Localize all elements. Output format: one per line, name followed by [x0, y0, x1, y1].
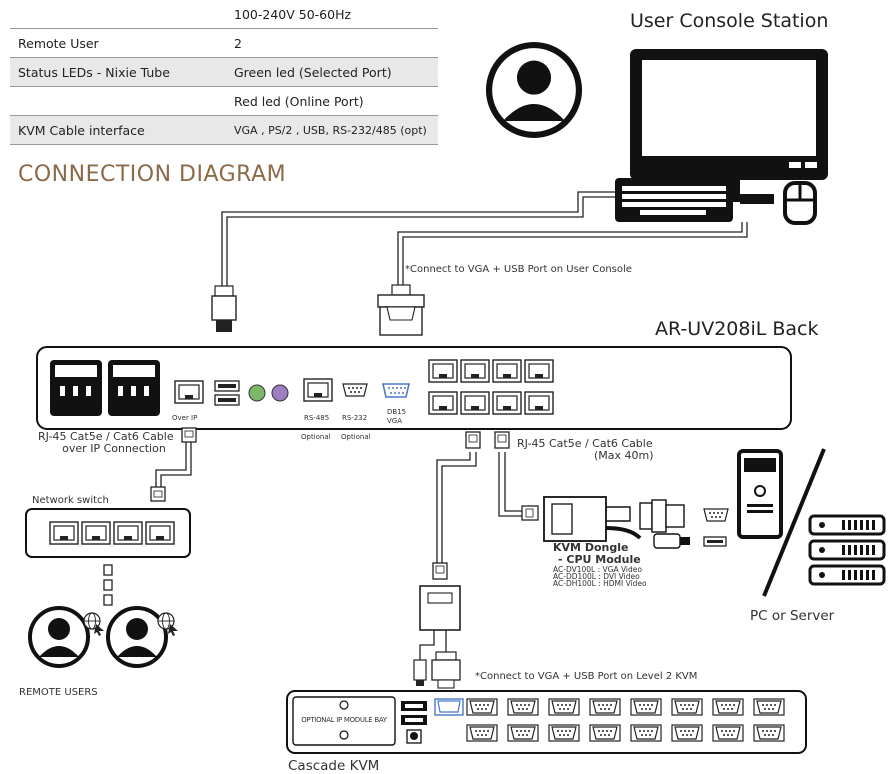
spec-row-kvm-cable: KVM Cable interface VGA , PS/2 , USB, RS…	[10, 115, 438, 145]
connect-console-note: *Connect to VGA + USB Port on User Conso…	[405, 264, 632, 275]
vga-plug-icon	[431, 651, 461, 689]
spec-row-power: 100-240V 50-60Hz	[10, 0, 438, 29]
spec-value: 2	[226, 28, 438, 58]
optional-ip-bay-label: OPTIONAL IP MODULE BAY	[301, 716, 387, 724]
pc-or-server-label: PC or Server	[750, 608, 835, 624]
dongle-model-hdmi: AC-DH100L : HDMI Video	[553, 579, 647, 588]
spec-value: VGA , PS/2 , USB, RS-232/485 (opt)	[226, 115, 438, 145]
rj45-plug	[494, 431, 510, 449]
section-heading: CONNECTION DIAGRAM	[18, 162, 287, 187]
rj45-plug	[150, 486, 166, 502]
monitor-icon	[630, 49, 828, 204]
spec-key: Remote User	[10, 28, 226, 58]
rs485-port	[303, 378, 333, 402]
mouse-icon	[783, 181, 817, 225]
pc-tower-icon	[737, 449, 783, 539]
rj45-ip-label-line1: RJ-45 Cat5e / Cat6 Cable	[38, 430, 174, 443]
rj45-plug	[432, 562, 448, 580]
chain-dots	[103, 564, 113, 606]
usb-ports	[214, 380, 240, 406]
dongle-model-dvi: AC-DD100L : DVI Video	[553, 572, 640, 581]
user-console-station-label: User Console Station	[630, 10, 829, 32]
spec-key: Status LEDs - Nixie Tube	[10, 57, 226, 87]
network-switch-label: Network switch	[32, 495, 109, 506]
dongle-title-2: - CPU Module	[558, 553, 641, 566]
globe-cursor-icon	[83, 612, 104, 636]
rj45-cable-label-line2: (Max 40m)	[594, 449, 654, 462]
usb-ports	[401, 701, 427, 744]
spec-row-red-led: Red led (Online Port)	[10, 86, 438, 116]
vga-db15-port	[381, 383, 411, 398]
kvm-back-panel	[36, 346, 792, 430]
rack-server-icon	[808, 514, 886, 586]
port-label-over-ip: Over IP	[172, 414, 198, 422]
spec-key: KVM Cable interface	[10, 115, 226, 145]
cascade-db-port-bank	[466, 698, 785, 742]
spec-row-remote-user: Remote User 2	[10, 28, 438, 58]
vga-plug-icon	[377, 284, 425, 336]
keyboard-icon	[615, 158, 733, 222]
dongle-title-1: KVM Dongle	[553, 541, 629, 554]
rj45-ip-label-line2: over IP Connection	[62, 442, 166, 455]
globe-cursor-icon	[157, 612, 178, 636]
over-ip-port	[174, 380, 204, 404]
power-socket-icon	[50, 360, 102, 416]
spec-key	[10, 0, 226, 29]
spec-row-status-leds: Status LEDs - Nixie Tube Green led (Sele…	[10, 57, 438, 87]
vga-port-pc	[703, 508, 729, 522]
user-avatar-icon	[489, 45, 579, 135]
kvm-dongle-icon	[543, 496, 690, 549]
remote-users-label: REMOTE USERS	[19, 687, 98, 698]
user-avatar-icon	[28, 606, 90, 668]
port-label-db15: DB15	[387, 408, 407, 416]
port-label-rs232: RS-232	[342, 414, 368, 422]
spec-key	[10, 86, 226, 116]
ps2-keyboard-port	[248, 384, 266, 402]
optional-label: Optional	[301, 433, 331, 441]
connect-level2-note: *Connect to VGA + USB Port on Level 2 KV…	[475, 671, 698, 682]
cascade-kvm-label: Cascade KVM	[288, 758, 380, 774]
rj45-plug	[521, 505, 539, 521]
rs232-port	[342, 383, 368, 397]
device-back-label: AR-UV208iL Back	[655, 318, 819, 340]
port-label-vga: VGA	[387, 417, 403, 425]
optional-ip-module-bay	[292, 696, 396, 746]
rj45-plug	[465, 431, 481, 449]
power-socket-icon	[108, 360, 160, 416]
rj45-plug	[181, 427, 197, 443]
vga-port-console	[434, 698, 464, 716]
spec-table: 100-240V 50-60Hz Remote User 2 Status LE…	[10, 0, 438, 145]
spec-value: Red led (Online Port)	[226, 86, 438, 116]
spec-value: Green led (Selected Port)	[226, 57, 438, 87]
port-label-rs485: RS-485	[304, 414, 330, 422]
optional-label: Optional	[341, 433, 371, 441]
rj45-cable-label-line1: RJ-45 Cat5e / Cat6 Cable	[517, 437, 653, 450]
spec-value: 100-240V 50-60Hz	[226, 0, 438, 29]
user-avatar-icon	[106, 606, 168, 668]
ps2-mouse-port	[271, 384, 289, 402]
or-divider	[762, 448, 826, 597]
usb-plug-icon	[413, 659, 427, 686]
usb-plug-icon	[211, 285, 237, 332]
dongle-model-vga: AC-DV100L : VGA Video	[553, 565, 642, 574]
